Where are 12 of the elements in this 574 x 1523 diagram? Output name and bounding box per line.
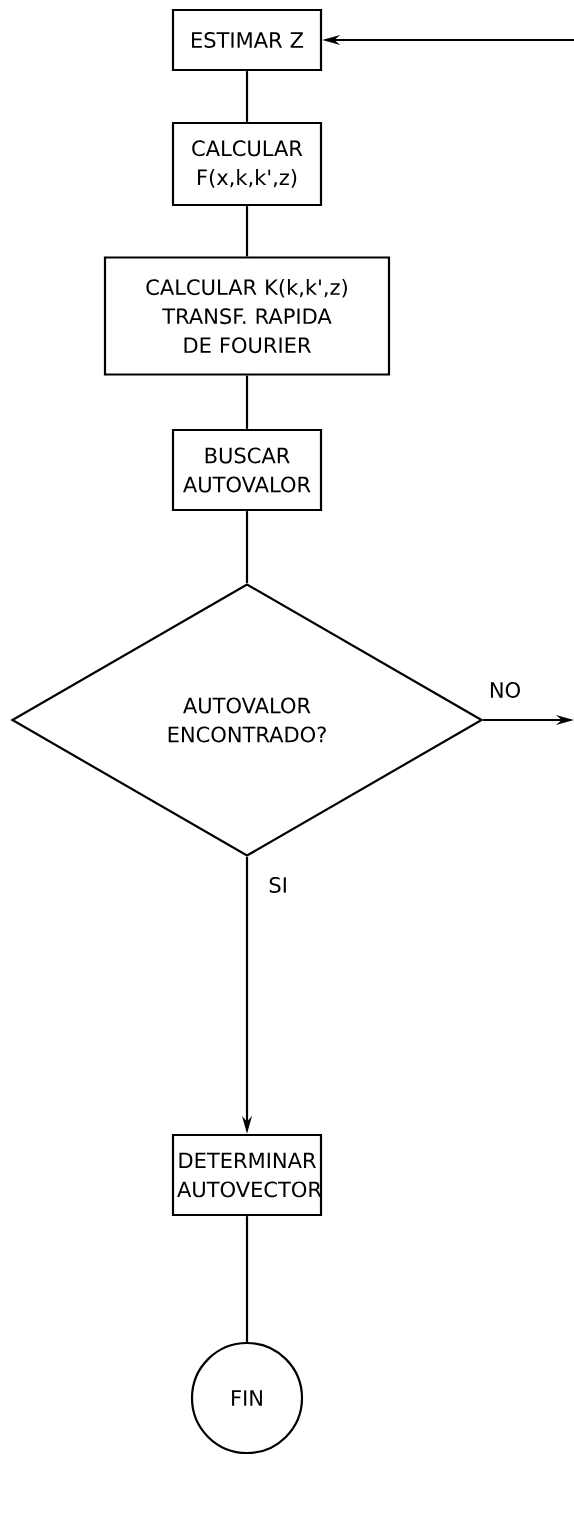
process-box: DETERMINAR AUTOVECTOR [171, 1133, 323, 1217]
edge-label: NO [487, 681, 523, 699]
process-box: BUSCAR AUTOVALOR [171, 428, 323, 512]
connector-line [245, 1216, 249, 1342]
connector-line [245, 71, 249, 122]
edge-label: SI [267, 876, 289, 894]
process-box: ESTIMAR Z [171, 8, 323, 72]
process-box: CALCULAR K(k,k',z) TRANSF. RAPIDA DE FOURIER [103, 256, 391, 376]
connector-line [245, 206, 249, 257]
connector-line [245, 511, 249, 583]
process-box: CALCULAR F(x,k,k',z) [171, 121, 323, 207]
connector-line [245, 375, 249, 429]
